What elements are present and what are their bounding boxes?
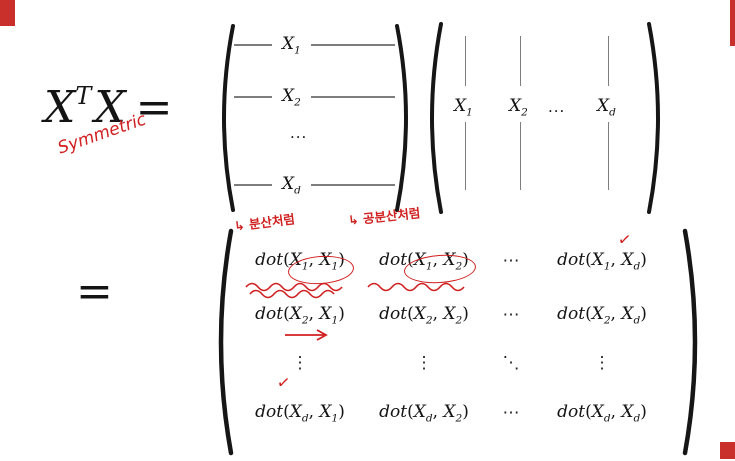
var: X xyxy=(454,96,467,116)
vector-bar xyxy=(608,36,610,86)
row-vector-1: X1 xyxy=(234,34,404,56)
red-block-top-left xyxy=(0,0,15,26)
matrix-dots: ⋱ xyxy=(502,353,520,373)
vector-line xyxy=(234,44,272,46)
x-second: X xyxy=(94,82,126,133)
column-vector-matrix: X1 X2 ... Xd xyxy=(420,20,672,216)
left-paren-icon xyxy=(430,22,443,214)
transpose-superscript: T xyxy=(75,82,92,110)
matrix-cell: dot(Xd, X2) xyxy=(379,401,469,425)
vector-line xyxy=(234,184,272,186)
row-vector-matrix: X1 X2 ... Xd xyxy=(212,22,416,214)
vector-bar xyxy=(465,36,467,86)
matrix-cell: dot(X2, X2) xyxy=(379,303,469,327)
col-vector-ellipsis: ... xyxy=(548,98,566,116)
expression-xtx: XTX= xyxy=(44,82,173,133)
left-paren-icon xyxy=(218,228,234,456)
right-paren-icon xyxy=(395,24,408,212)
var: X xyxy=(597,96,610,116)
var: X xyxy=(282,85,295,106)
matrix-cell: dot(X1, Xd) xyxy=(557,249,647,273)
col-vector-label: X2 xyxy=(509,96,528,118)
row-vector-label: X2 xyxy=(282,86,301,108)
matrix-dots: ⋯ xyxy=(502,305,520,325)
matrix-dots: ⋮ xyxy=(593,353,611,373)
sub: 2 xyxy=(521,106,528,119)
matrix-dots: ⋮ xyxy=(415,353,433,373)
matrix-dots: ⋯ xyxy=(502,251,520,271)
row-vector-label: X1 xyxy=(282,34,301,56)
var: X xyxy=(282,173,295,194)
equals-sign: = xyxy=(135,82,173,133)
vector-line xyxy=(310,96,395,98)
sub: 1 xyxy=(294,44,301,57)
x-base: X xyxy=(44,82,76,133)
matrix-cell: dot(X2, Xd) xyxy=(557,303,647,327)
sub: d xyxy=(294,184,301,197)
vector-bar xyxy=(520,122,522,190)
var: X xyxy=(282,33,295,54)
dot-product-matrix: dot(X1, X1) dot(X1, X2) ⋯ dot(X1, Xd) dot(X2… xyxy=(208,226,708,458)
check-annotation: ✓ xyxy=(616,229,633,250)
vector-line xyxy=(310,184,395,186)
red-arrow-icon xyxy=(285,329,328,341)
check-annotation: ✓ xyxy=(275,372,292,393)
matrix-dots: ⋮ xyxy=(291,353,309,373)
vector-bar xyxy=(520,36,522,86)
row-vector-label: Xd xyxy=(282,174,301,196)
matrix-cell: dot(X1, X1) xyxy=(255,249,345,273)
col-vector-label: Xd xyxy=(597,96,616,118)
right-paren-icon xyxy=(647,22,660,214)
red-strip-right-edge xyxy=(730,0,735,46)
matrix-cell: dot(X1, X2) xyxy=(379,249,469,273)
sub: 1 xyxy=(466,106,473,119)
var: X xyxy=(509,96,522,116)
right-paren-icon xyxy=(682,228,698,456)
equals-sign-second: = xyxy=(76,266,113,317)
dot-matrix-grid: dot(X1, X1) dot(X1, X2) ⋯ dot(X1, Xd) dot(X2… xyxy=(238,234,668,442)
matrix-cell: dot(X2, X1) xyxy=(255,303,345,327)
row-vector-ellipsis: ... xyxy=(290,124,308,142)
col-vector-label: X1 xyxy=(454,96,473,118)
row-vector-d: Xd xyxy=(234,174,404,196)
sub: d xyxy=(609,106,616,119)
wavy-underline-icon xyxy=(367,282,465,292)
vector-bar xyxy=(608,122,610,190)
sub: 2 xyxy=(294,96,301,109)
vector-line xyxy=(310,44,395,46)
vector-line xyxy=(234,96,272,98)
matrix-cell: dot(Xd, Xd) xyxy=(557,401,647,425)
matrix-dots: ⋯ xyxy=(502,403,520,423)
red-button-bottom-right[interactable] xyxy=(720,442,735,459)
wavy-underline-icon xyxy=(245,282,343,299)
left-paren-icon xyxy=(222,24,235,212)
matrix-cell: dot(Xd, X1) xyxy=(255,401,345,425)
vector-bar xyxy=(465,122,467,190)
row-vector-2: X2 xyxy=(234,86,404,108)
